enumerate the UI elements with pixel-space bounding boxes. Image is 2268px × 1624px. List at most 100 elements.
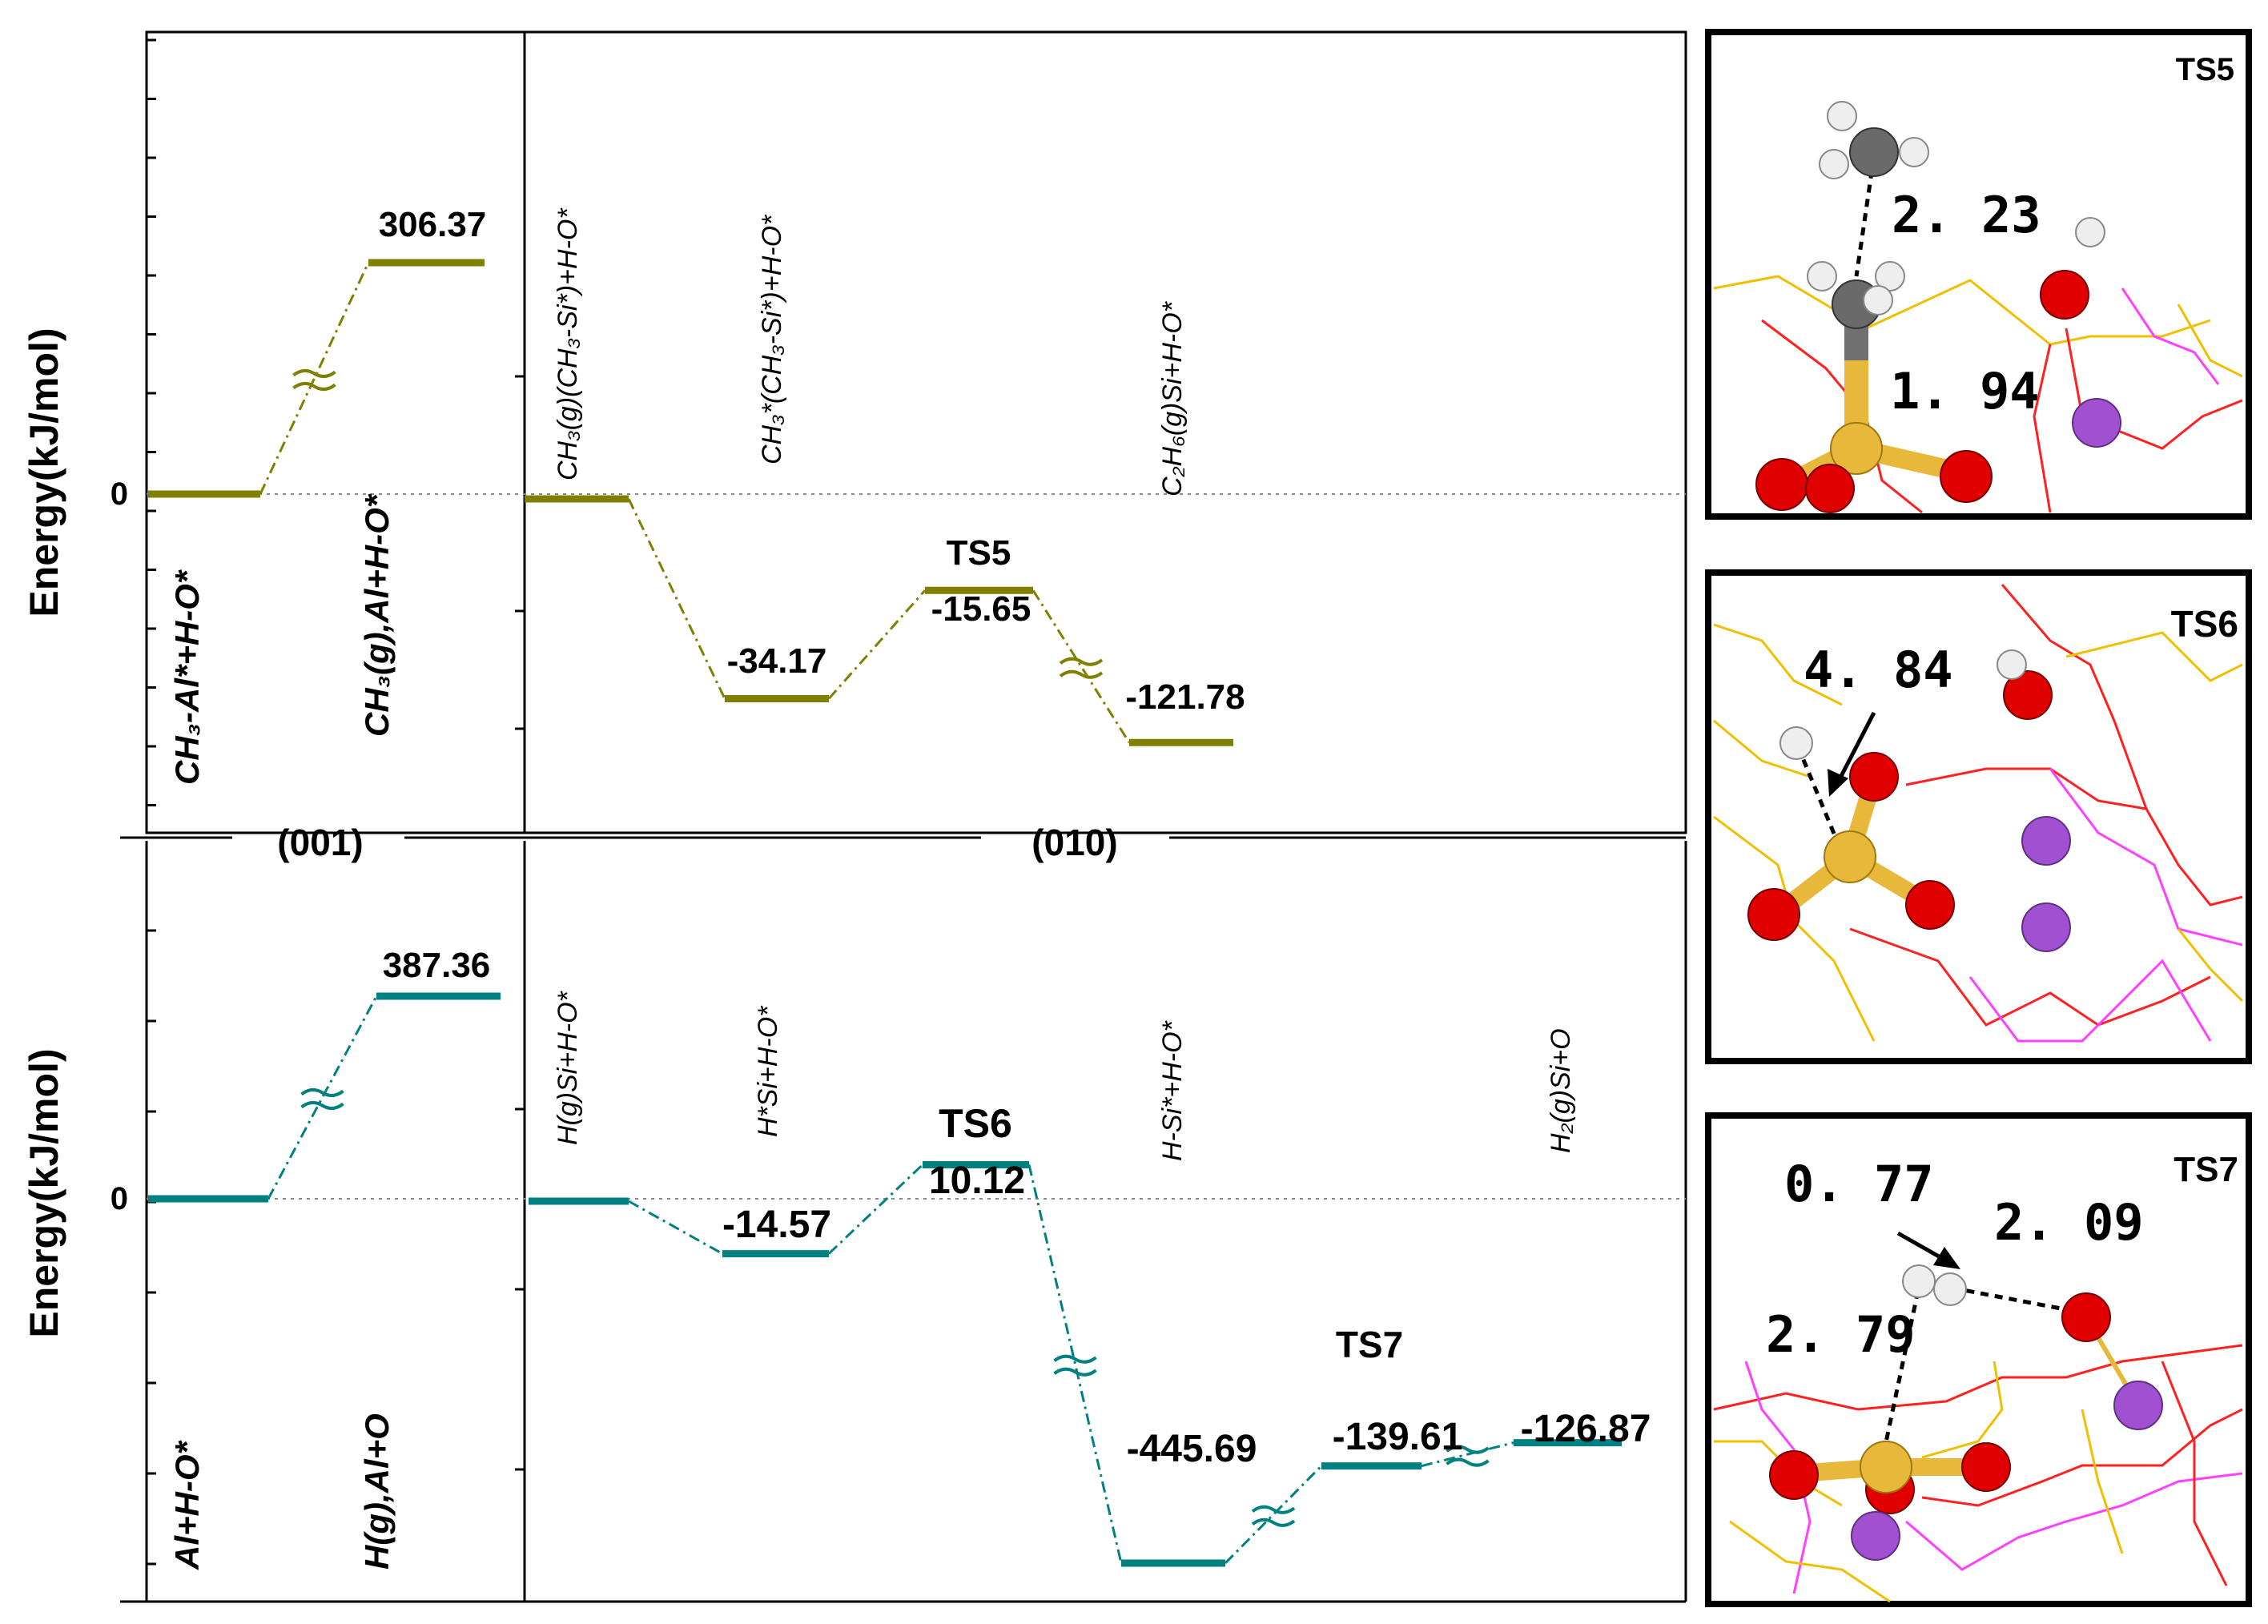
ts-label: TS7 [1336, 1324, 1403, 1365]
facet-label-010: (010) [1031, 822, 1117, 863]
y-axis-label-bottom: Energy(kJ/mol) [22, 1048, 66, 1337]
metal-atom [2072, 398, 2121, 448]
distance-label: 2. 79 [1766, 1305, 1916, 1364]
axis-break-mark [1446, 1445, 1490, 1467]
inset-frame-ts5 [1705, 29, 2252, 520]
break-stroke [1251, 1517, 1296, 1527]
hydrogen-atom [1899, 137, 1929, 167]
distance-label: 2. 09 [1994, 1193, 2144, 1252]
connector-line [827, 589, 927, 700]
distance-label: 1. 94 [1890, 362, 2040, 420]
series-(001): 387.36 [148, 946, 501, 1203]
oxygen-atom [1805, 464, 1855, 513]
oxygen-atom [1940, 450, 1993, 503]
hydrogen-atom [1875, 261, 1905, 291]
axis-break-mark [1251, 1505, 1296, 1527]
value-label: -15.65 [931, 589, 1031, 629]
value-label: -445.69 [1127, 1428, 1257, 1470]
break-stroke [292, 369, 336, 378]
connector-line [1031, 589, 1131, 743]
hydrogen-atom [1819, 149, 1849, 179]
hydrogen-atom [2075, 217, 2105, 247]
oxygen-atom [2003, 670, 2053, 720]
oxygen-atom [1769, 1450, 1819, 1500]
state-label: H-Si*+H-O* [1157, 1019, 1188, 1161]
hydrogen-atom [1827, 101, 1857, 131]
distance-label: 4. 84 [1804, 641, 1953, 699]
break-stroke [1059, 669, 1104, 679]
inset-title-ts6: TS6 [2171, 603, 2238, 645]
oxygen-atom [1961, 1442, 2011, 1492]
value-label: 10.12 [929, 1160, 1025, 1202]
state-label: H₂(g)Si+O [1546, 1028, 1576, 1153]
facet-label-001: (001) [277, 822, 363, 863]
value-label: -34.17 [727, 641, 827, 681]
oxygen-atom [1755, 458, 1808, 511]
carbon-atom [1849, 127, 1899, 177]
axis-break-mark [292, 369, 336, 391]
break-stroke [1053, 1367, 1097, 1377]
state-label: CH₃-Al*+H-O* [168, 569, 206, 785]
state-label: H(g)Si+H-O* [553, 990, 583, 1145]
energy-profile-marks: 306.37 -34.17 -15.65 -121.78 387.36 -14.57 10.… [148, 205, 1651, 1570]
break-stroke [1446, 1445, 1490, 1454]
bond-network-ts5 [1713, 275, 2243, 514]
break-stroke [292, 382, 336, 391]
state-label: H(g),Al+O [358, 1413, 396, 1570]
hydrogen-atom [1933, 1272, 1967, 1306]
axis-break-mark [1059, 657, 1104, 679]
inset-frame-ts6 [1705, 569, 2252, 1064]
arrow-shaft [1896, 1231, 1946, 1262]
hydrogen-atom [1807, 261, 1837, 291]
state-label: Al+H-O* [168, 1440, 206, 1570]
metal-atom [2021, 902, 2071, 952]
metal-atom [1851, 1511, 1900, 1561]
structure-inset-ts6: TS6 4. 84 [1705, 569, 2252, 1064]
inset-title-ts5: TS5 [2176, 52, 2234, 87]
bond-dashed-ts7 [1937, 1283, 2087, 1316]
oxygen-atom [1747, 888, 1800, 941]
inset-frame-ts7 [1705, 1112, 2252, 1607]
oxygen-atom [2061, 1292, 2111, 1342]
zero-tick-label-top: 0 [111, 476, 128, 512]
value-label: 306.37 [379, 205, 487, 244]
value-label: -126.87 [1521, 1408, 1651, 1450]
break-stroke [1053, 1354, 1097, 1364]
distance-label: 0. 77 [1784, 1155, 1934, 1213]
arrow-head [1828, 769, 1848, 797]
axis-break-mark [300, 1088, 344, 1110]
bond-network-ts6 [1713, 584, 2244, 1043]
state-label: C₂H₆(g)Si+H-O* [1157, 300, 1188, 496]
metal-atom [2021, 816, 2071, 866]
value-label: 387.36 [383, 946, 491, 985]
metal-atom [2113, 1381, 2163, 1430]
value-label: -14.57 [722, 1204, 831, 1246]
connector-line [259, 262, 370, 495]
break-stroke [1251, 1505, 1296, 1514]
state-label: CH₃*(CH₃-Si*)+H-O* [757, 214, 787, 464]
axis-break-mark [1053, 1354, 1097, 1377]
state-label: H*Si+H-O* [753, 1005, 783, 1137]
structure-insets: TS5 2. 23 1. 94 [1705, 29, 2252, 1607]
connector-line [1421, 1441, 1514, 1468]
series-(010): -34.17 -15.65 -121.78 [525, 495, 1245, 746]
hydrogen-atom [1779, 726, 1813, 760]
inset-title-ts7: TS7 [2174, 1150, 2238, 1189]
value-label: -121.78 [1125, 677, 1245, 717]
ts-label: TS6 [939, 1101, 1012, 1146]
break-stroke [300, 1101, 344, 1110]
break-stroke [300, 1088, 344, 1097]
connector-line [1027, 1164, 1123, 1564]
series-(001): 306.37 [148, 205, 487, 498]
oxygen-atom [1905, 880, 1955, 930]
silicon-atom [1860, 1441, 1912, 1493]
connector-line [627, 498, 726, 700]
oxygen-atom [1849, 752, 1899, 802]
connector-line [267, 995, 378, 1200]
panel-frame-top-010 [523, 30, 1687, 834]
hydrogen-atom [1863, 285, 1893, 316]
distance-label: 2. 23 [1892, 186, 2041, 244]
state-label: CH₃(g)(CH₃-Si*)+H-O* [553, 207, 583, 480]
